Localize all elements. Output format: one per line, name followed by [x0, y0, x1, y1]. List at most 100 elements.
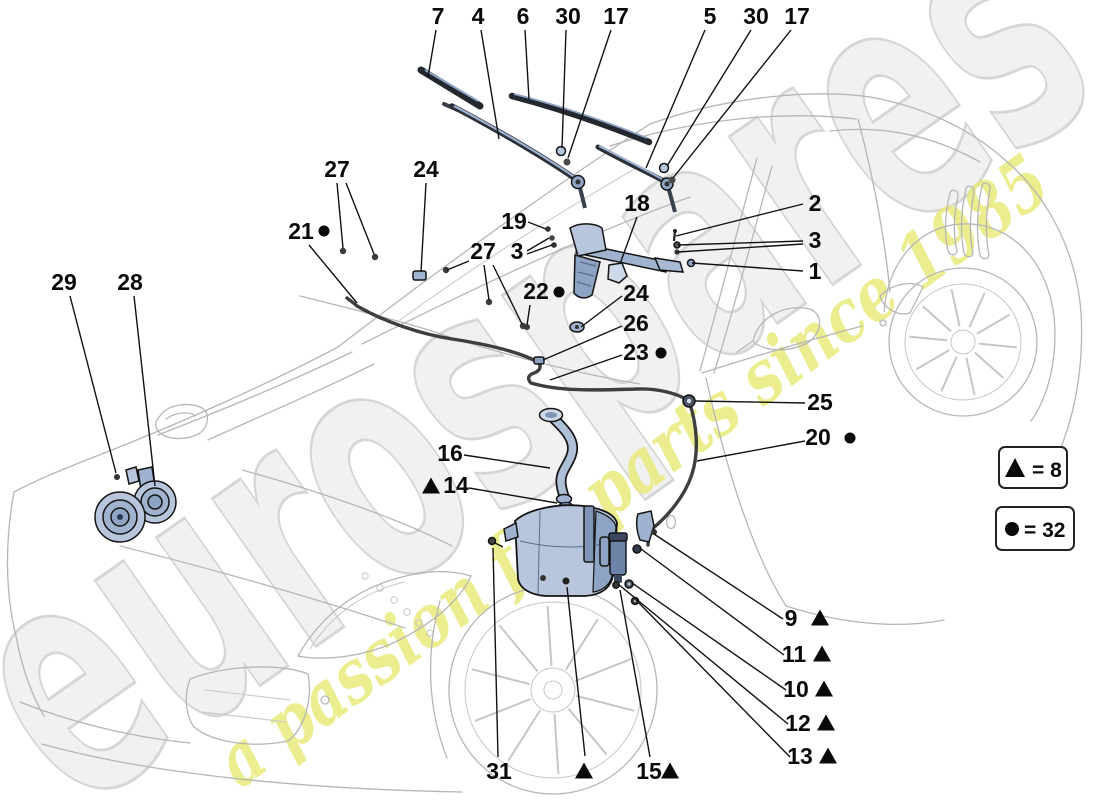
- callout-27b[interactable]: 27: [470, 238, 496, 264]
- callout-28[interactable]: 28: [117, 269, 143, 295]
- callout-5[interactable]: 5: [704, 3, 717, 29]
- pivot-nut-right: [668, 176, 676, 184]
- callout-3a[interactable]: 3: [511, 238, 524, 264]
- callout-15[interactable]: 15: [636, 758, 662, 784]
- leader-29: [69, 295, 117, 474]
- leader-30b: [666, 29, 752, 167]
- leader-22: [526, 304, 531, 326]
- wheel-spoke: [567, 707, 608, 756]
- car-fender-vent-1: [944, 189, 959, 256]
- car-a-pillar: [699, 157, 758, 372]
- callout-24a[interactable]: 24: [413, 156, 439, 182]
- wiper-arm-left: [449, 103, 587, 209]
- callout-16[interactable]: 16: [437, 440, 463, 466]
- callout-4[interactable]: 4: [472, 3, 485, 29]
- callout-30a[interactable]: 30: [555, 3, 581, 29]
- leader-18: [619, 216, 638, 265]
- car-hood-vent: [155, 403, 209, 440]
- tube-joint-26: [533, 356, 545, 365]
- callout-2[interactable]: 2: [809, 190, 822, 216]
- callout-6[interactable]: 6: [517, 3, 530, 29]
- motor-crank: [653, 257, 685, 273]
- callout-21[interactable]: 21: [288, 218, 314, 244]
- wheel-spoke: [968, 292, 986, 328]
- leader-12: [617, 583, 789, 725]
- car-parking-sensor: [320, 695, 330, 705]
- callout-29[interactable]: 29: [51, 269, 77, 295]
- dot-marker-21: [318, 225, 330, 237]
- wheel-spoke: [498, 624, 539, 673]
- screw-2-head: [673, 229, 677, 233]
- car-rear-arch: [883, 223, 1056, 422]
- nut-22: [524, 324, 530, 330]
- callout-11[interactable]: 11: [782, 641, 807, 667]
- callout-7[interactable]: 7: [432, 3, 445, 29]
- legend-circle-box: = 32: [995, 506, 1075, 551]
- leader-5: [645, 29, 706, 169]
- callout-17a[interactable]: 17: [603, 3, 629, 29]
- tank-bolt: [562, 577, 570, 585]
- callout-10[interactable]: 10: [783, 676, 809, 702]
- car-rocker: [785, 605, 945, 626]
- front-hub-center: [543, 680, 563, 700]
- car-led-dot: [390, 596, 398, 604]
- rear-rim: [904, 283, 1022, 401]
- wheel-spoke: [940, 356, 958, 392]
- leader-3a: [526, 244, 553, 255]
- callout-9[interactable]: 9: [785, 605, 798, 631]
- callout-22[interactable]: 22: [523, 278, 549, 304]
- callout-14[interactable]: 14: [443, 472, 469, 498]
- leader-28: [133, 295, 156, 487]
- leader-1: [691, 262, 804, 272]
- rear-wheel-spokes: [909, 288, 1017, 396]
- car-roofline: [649, 93, 1005, 160]
- callout-3b[interactable]: 3: [809, 227, 822, 253]
- callout-18[interactable]: 18: [624, 190, 650, 216]
- triangle-symbol: [1005, 458, 1025, 477]
- callout-13[interactable]: 13: [787, 743, 813, 769]
- car-led-dot: [403, 608, 411, 616]
- leader-2: [675, 203, 804, 237]
- leader-3a: [526, 237, 550, 252]
- arm-left-highlight: [453, 105, 577, 179]
- leader-17a: [567, 29, 612, 159]
- blade-right: [508, 92, 653, 146]
- pivot-left-nut: [575, 179, 581, 185]
- wiper-motor-assembly: [545, 223, 696, 299]
- callout-17b[interactable]: 17: [784, 3, 810, 29]
- callout-19[interactable]: 19: [501, 208, 527, 234]
- callout-26[interactable]: 26: [623, 310, 649, 336]
- car-led-dot: [361, 572, 369, 580]
- wheel-spoke: [950, 288, 961, 327]
- leader-lines: [69, 29, 806, 758]
- horn-high-center: [147, 494, 163, 510]
- callout-25[interactable]: 25: [807, 389, 833, 415]
- wheel-spoke: [574, 658, 632, 683]
- dot-marker-20: [844, 432, 856, 444]
- leader-27b: [492, 264, 523, 325]
- rear-wheel: [888, 267, 1038, 417]
- wheel-spoke: [471, 668, 530, 686]
- callout-12[interactable]: 12: [785, 710, 811, 736]
- callout-27a[interactable]: 27: [324, 156, 350, 182]
- screw-19: [545, 226, 551, 232]
- leader-17b: [672, 29, 792, 179]
- callout-31[interactable]: 31: [486, 758, 512, 784]
- leader-16: [463, 454, 551, 469]
- triangle-marker-10: [815, 680, 833, 697]
- leader-6: [524, 29, 530, 100]
- pivot-cap-right: [658, 162, 670, 174]
- triangle-marker-11: [813, 645, 831, 662]
- callout-30b[interactable]: 30: [743, 3, 769, 29]
- callout-20[interactable]: 20: [805, 424, 831, 450]
- nut-3-left: [551, 242, 557, 248]
- callout-1[interactable]: 1: [809, 258, 822, 284]
- leader-7: [427, 29, 437, 78]
- callout-23[interactable]: 23: [623, 339, 649, 365]
- callout-24b[interactable]: 24: [623, 280, 649, 306]
- horn-low-hub: [117, 514, 123, 520]
- washer-nozzle-24b-hole: [575, 325, 579, 329]
- legend-circle-value: = 32: [1024, 519, 1065, 542]
- reservoir-tab: [503, 521, 519, 542]
